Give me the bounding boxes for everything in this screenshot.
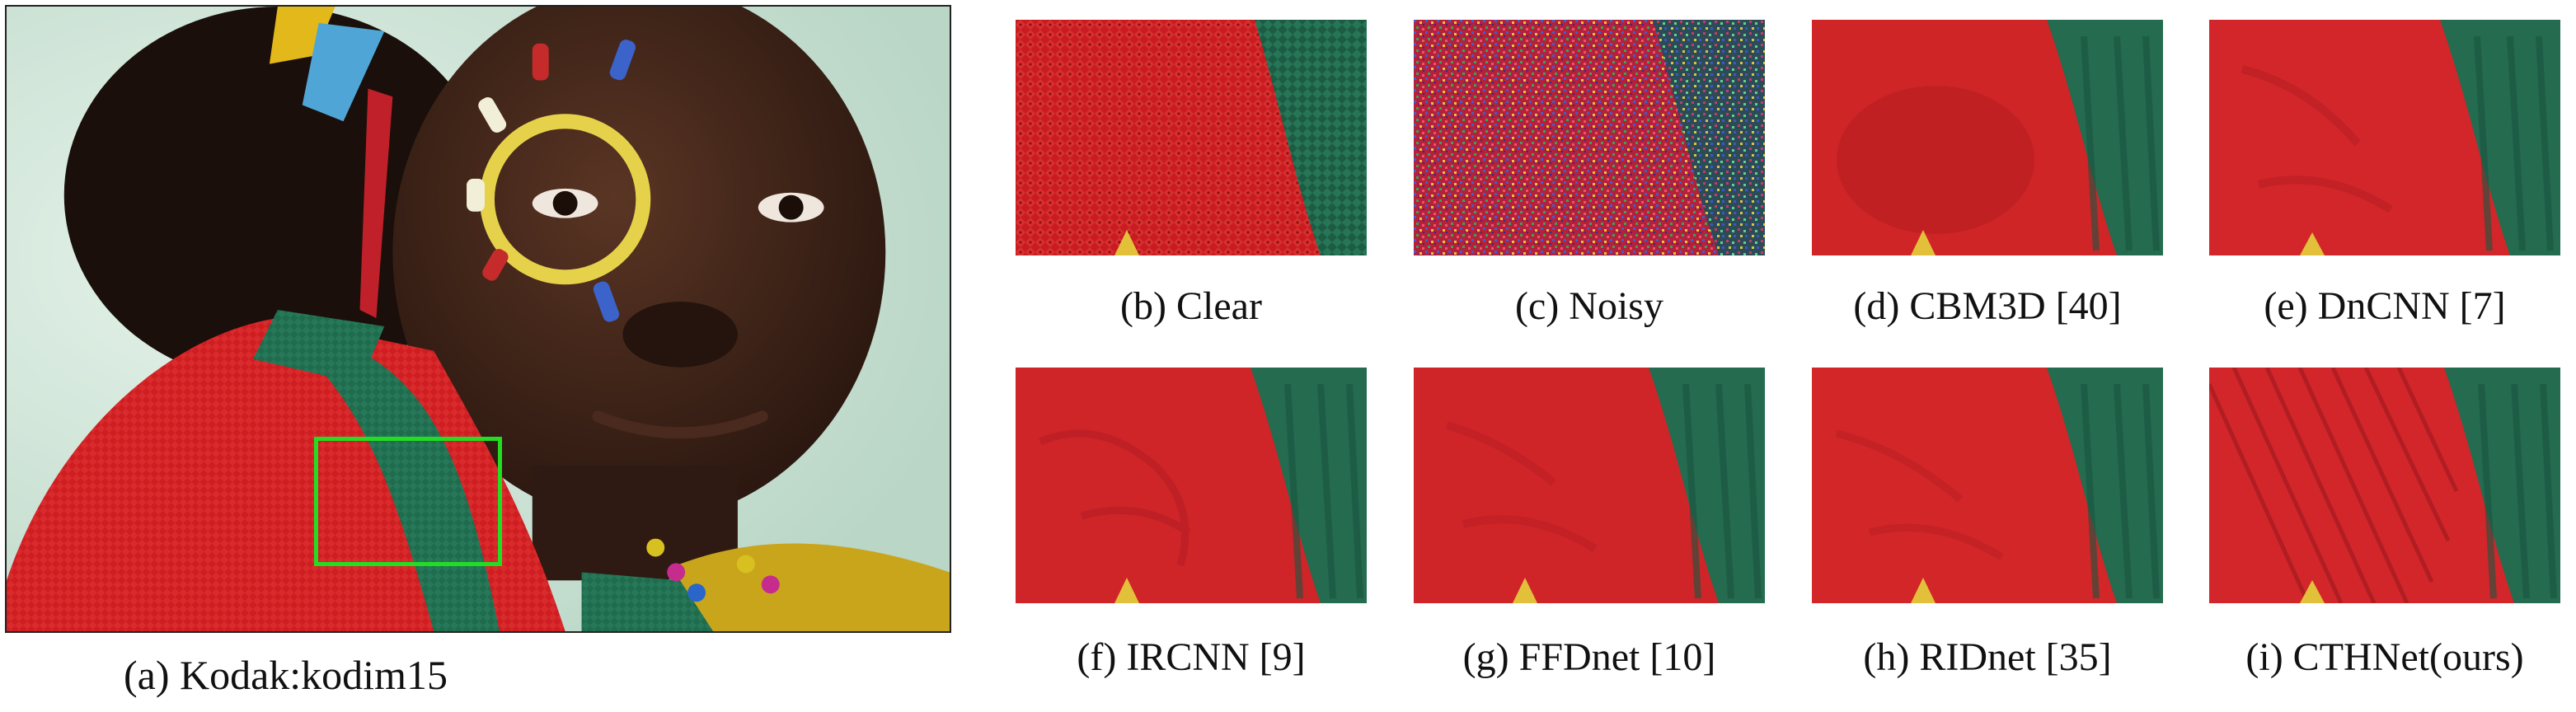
patch-dncnn <box>2209 20 2560 255</box>
patch-clear <box>1016 20 1367 255</box>
patch-cthnet <box>2209 368 2560 603</box>
patch-ffdnet <box>1414 368 1765 603</box>
caption-a: (a) Kodak:kodim15 <box>124 652 448 698</box>
patch-ircnn <box>1016 368 1367 603</box>
patch-ridnet <box>1812 368 2163 603</box>
patch-noisy <box>1414 20 1765 255</box>
caption-i: (i) CTHNet(ours) <box>2245 635 2524 679</box>
patch-cbm3d <box>1812 20 2163 255</box>
caption-h: (h) RIDnet [35] <box>1863 635 2112 679</box>
caption-b: (b) Clear <box>1120 284 1262 328</box>
caption-f: (f) IRCNN [9] <box>1077 635 1306 679</box>
caption-g: (g) FFDnet [10] <box>1462 635 1716 679</box>
kodim15-image <box>7 7 950 631</box>
caption-e: (e) DnCNN [7] <box>2264 284 2506 328</box>
roi-box <box>314 437 502 566</box>
caption-c: (c) Noisy <box>1515 284 1663 328</box>
caption-d: (d) CBM3D [40] <box>1853 284 2122 328</box>
main-photo <box>5 5 951 633</box>
